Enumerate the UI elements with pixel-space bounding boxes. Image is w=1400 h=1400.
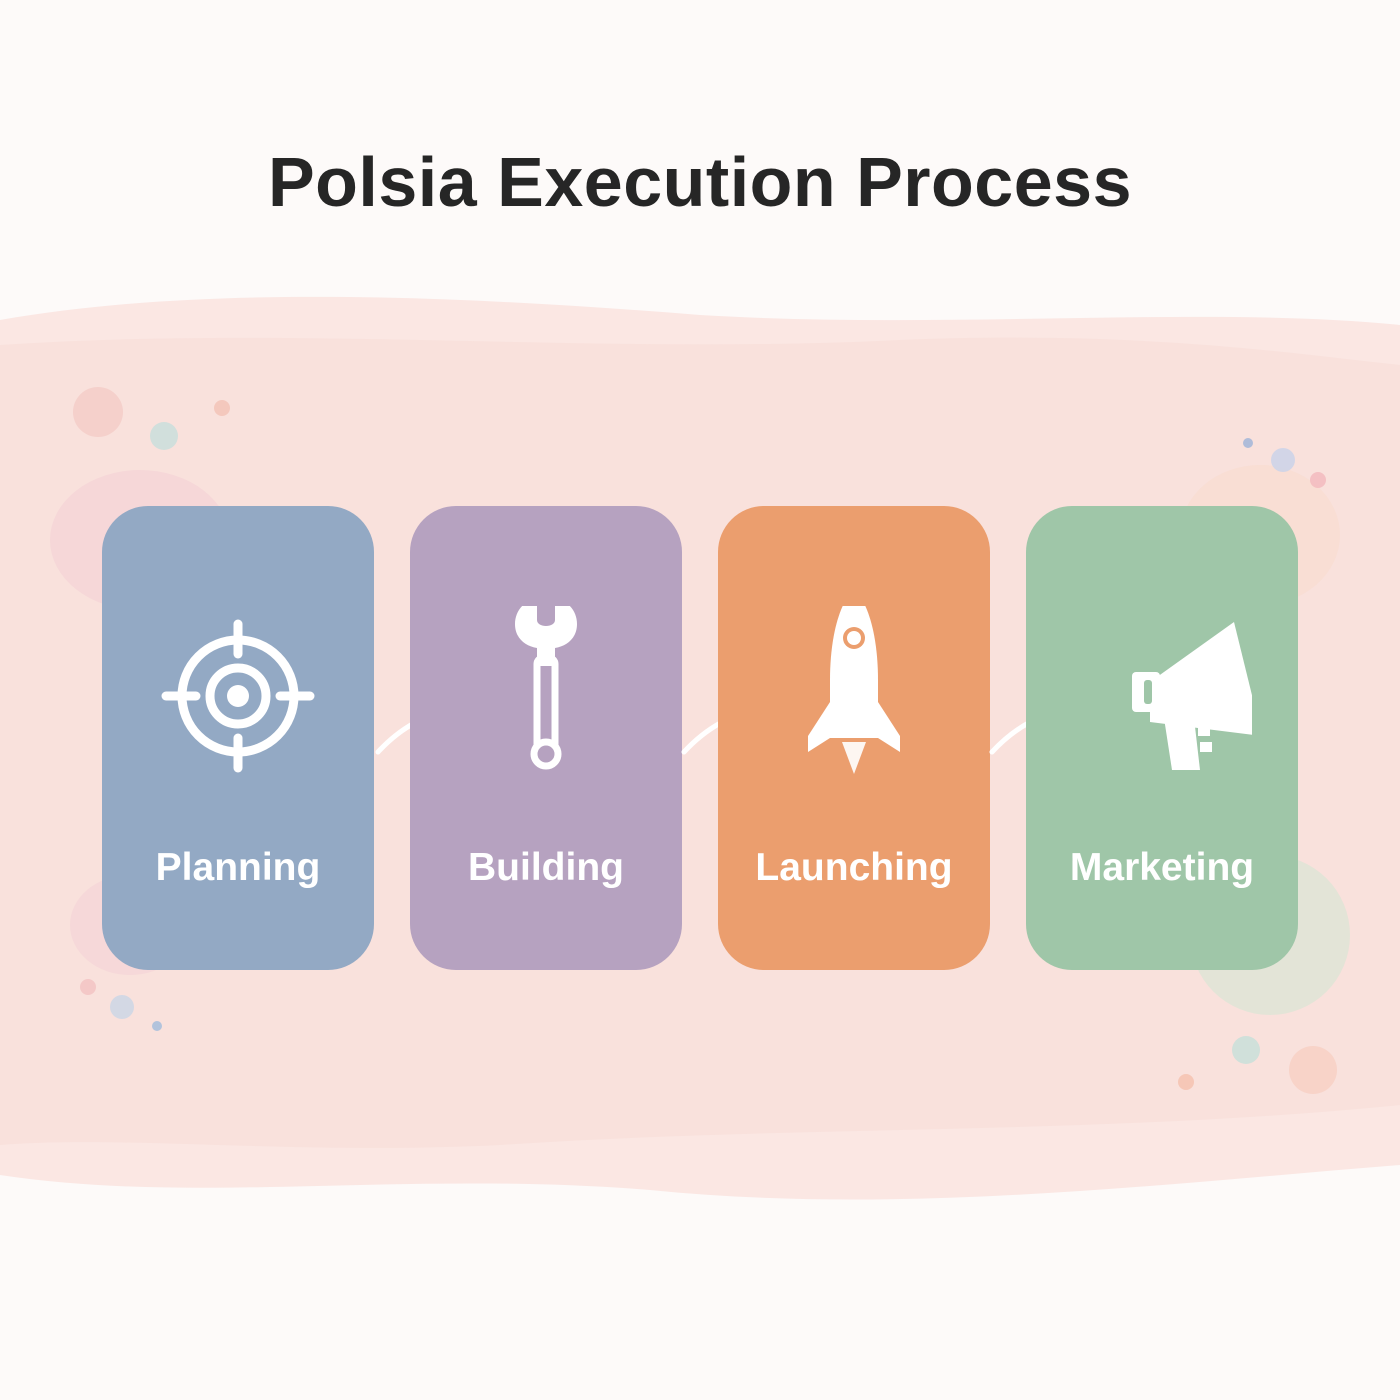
step-card-launching: Launching [718, 506, 990, 970]
step-card-marketing: Marketing [1026, 506, 1298, 970]
page-title: Polsia Execution Process [267, 143, 1133, 221]
step-label-planning: Planning [155, 846, 321, 889]
step-label-launching: Launching [755, 846, 953, 889]
wrench-icon [515, 606, 577, 770]
step-label-marketing: Marketing [1069, 846, 1255, 889]
step-card-building: Building [410, 506, 682, 970]
rocket-icon [808, 606, 900, 774]
step-card-planning: Planning [102, 506, 374, 970]
target-icon [161, 619, 315, 773]
step-label-building: Building [468, 846, 624, 889]
megaphone-icon [1132, 622, 1252, 770]
